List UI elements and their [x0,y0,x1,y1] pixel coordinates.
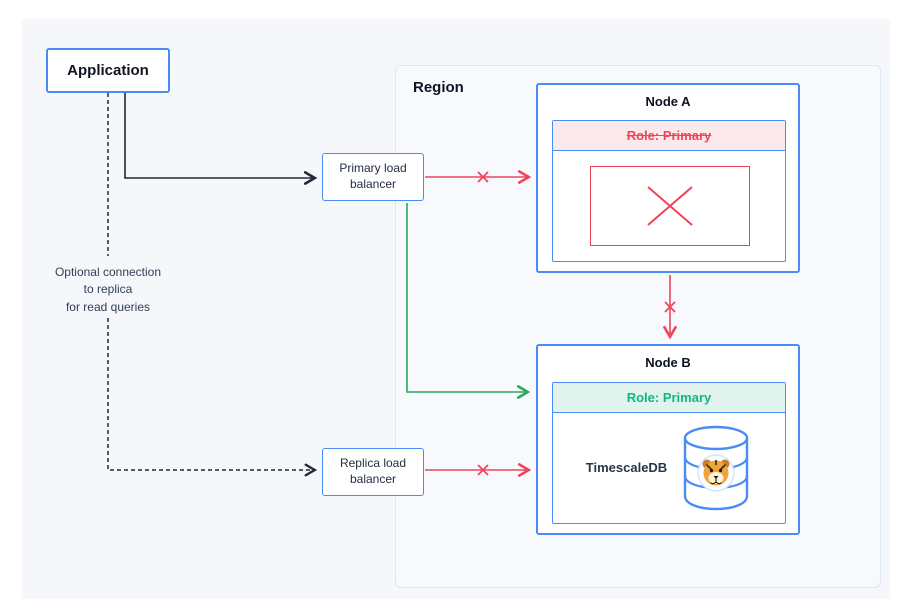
primary-load-balancer-box: Primary load balancer [322,153,424,201]
replica-load-balancer-label: Replica load balancer [339,456,407,486]
node-a-role-badge: Role: Primary [553,121,785,151]
node-b-box: Node B Role: Primary TimescaleDB [536,344,800,535]
node-b-inner-box: Role: Primary TimescaleDB [552,382,786,524]
replica-load-balancer-box: Replica load balancer [322,448,424,496]
timescaledb-label: TimescaleDB [585,460,668,475]
node-a-box: Node A Role: Primary [536,83,800,273]
x-cross-icon [647,186,693,226]
node-b-role-label: Role: Primary [626,390,712,405]
optional-connection-note: Optional connection to replica for read … [28,264,188,317]
application-box: Application [46,48,170,93]
node-a-body [553,151,785,260]
failed-database-box [590,166,750,246]
node-b-role-badge: Role: Primary [553,383,785,413]
primary-load-balancer-label: Primary load balancer [339,161,407,191]
database-icon [684,425,749,510]
node-a-inner-box: Role: Primary [552,120,786,262]
node-a-role-label: Role: Primary [626,128,712,143]
application-label: Application [67,62,149,79]
region-title: Region [413,79,464,96]
node-b-title: Node B [645,355,691,370]
tiger-badge-icon [697,453,735,492]
node-b-body: TimescaleDB [553,413,785,522]
node-a-title: Node A [645,94,691,109]
